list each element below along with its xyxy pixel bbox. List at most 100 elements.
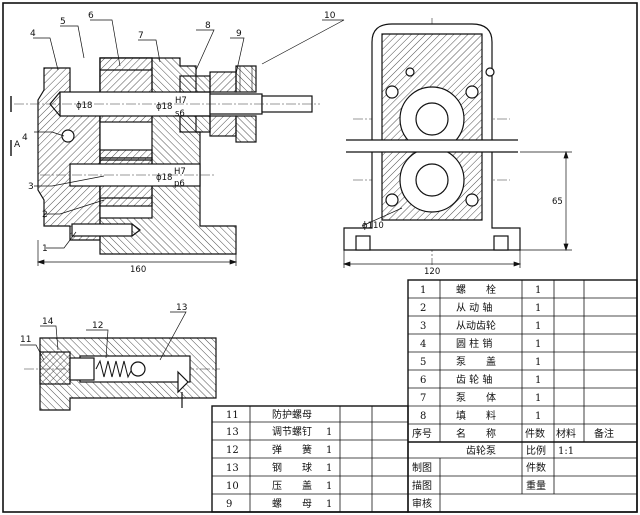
fit-hub-top-upper: H7 <box>175 96 187 106</box>
fit-shaft-mid-lower: p6 <box>174 179 185 189</box>
fit-shaft-mid: ϕ18 <box>156 173 172 183</box>
bom-row-1-qty: 1 <box>535 285 541 296</box>
label-4-top: 4 <box>30 29 36 39</box>
pin <box>61 129 75 143</box>
bolt <box>71 223 133 237</box>
bom-row-8-name: 填 料 <box>456 409 496 422</box>
gland <box>209 71 237 93</box>
valve-row-1-no: 11 <box>226 410 239 421</box>
steel-ball <box>130 361 146 377</box>
adjust-screw <box>69 357 95 381</box>
bom-row-3-qty: 1 <box>535 321 541 332</box>
drawn-label: 制图 <box>412 461 432 474</box>
bom-row-7-name: 泵 体 <box>456 392 496 404</box>
label-7: 7 <box>138 31 144 41</box>
bom-row-6-no: 6 <box>420 375 426 386</box>
bom-row-4-no: 4 <box>420 339 426 350</box>
label-5: 5 <box>60 17 66 27</box>
valve-row-2-qty: 1 <box>326 427 332 438</box>
dim-bore-diameter: ϕ110 <box>362 221 384 231</box>
label-13: 13 <box>176 303 187 313</box>
bom-row-5-qty: 1 <box>535 357 541 368</box>
traced-label: 描图 <box>412 479 432 492</box>
leader-lines <box>20 19 345 361</box>
valve-row-3-qty: 1 <box>326 445 332 456</box>
label-12: 12 <box>92 321 103 331</box>
protective-nut <box>39 351 71 385</box>
scale-value: 1:1 <box>558 446 574 457</box>
bolt-hole-tr <box>465 85 479 99</box>
side-view <box>343 23 521 251</box>
bom-row-7-no: 7 <box>420 393 426 404</box>
bom-row-8-no: 8 <box>420 411 426 422</box>
header-qty: 件数 <box>525 427 545 440</box>
scale-label: 比例 <box>526 444 546 457</box>
bom-valve-table <box>211 405 409 513</box>
bom-row-7-qty: 1 <box>535 393 541 404</box>
valve-row-5-no: 10 <box>226 481 239 492</box>
valve-row-5-name: 压 盖 <box>272 479 312 492</box>
bom-row-4-qty: 1 <box>535 339 541 350</box>
valve-row-3-no: 12 <box>226 445 239 456</box>
valve-row-4-name: 钢 球 <box>272 461 312 474</box>
bom-row-1-name: 螺 栓 <box>456 283 496 296</box>
count-label: 件数 <box>526 461 546 474</box>
valve-row-1-name: 防护螺母 <box>272 408 312 421</box>
valve-row-4-qty: 1 <box>326 463 332 474</box>
packing <box>179 75 211 93</box>
bom-row-2-name: 从 动 轴 <box>456 301 492 314</box>
bom-row-6-qty: 1 <box>535 375 541 386</box>
gland-nut <box>235 65 257 93</box>
spring <box>95 359 133 379</box>
valve-row-2-name: 调节螺钉 <box>272 426 312 438</box>
fit-hub-top-lower: s6 <box>175 109 185 119</box>
fit-shaft-top: ϕ18 <box>76 101 92 111</box>
label-2: 2 <box>42 210 48 220</box>
bom-row-8-qty: 1 <box>535 411 541 422</box>
bom-row-5-no: 5 <box>420 357 426 368</box>
valve-row-6-no: 9 <box>226 499 232 510</box>
valve-row-6-name: 螺 母 <box>272 498 312 510</box>
valve-row-3-name: 弹 簧 <box>272 443 312 456</box>
part-labels: 4 5 6 7 8 9 10 4 3 2 1 14 11 12 13 <box>20 11 336 345</box>
dim-center-height: 65 <box>552 197 563 207</box>
bolt-hole-bl <box>385 193 399 207</box>
front-section-view <box>37 57 313 255</box>
bom-row-3-no: 3 <box>420 321 426 332</box>
bom-valve-rows: 11 防护螺母 13 调节螺钉 1 12 弹 簧 1 13 钢 球 1 10 压… <box>226 408 332 510</box>
label-6: 6 <box>88 11 94 21</box>
valve-row-4-no: 13 <box>226 463 239 474</box>
section-mark-label: A <box>14 140 21 150</box>
bom-row-6-name: 齿 轮 轴 <box>456 373 492 386</box>
drawing-name: 齿轮泵 <box>466 444 496 457</box>
bom-row-3-name: 从动齿轮 <box>456 319 496 332</box>
valve-row-2-no: 13 <box>226 427 239 438</box>
label-4-left: 4 <box>22 133 28 143</box>
title-block: 齿轮泵 比例 1:1 制图 件数 描图 重量 审核 <box>412 444 574 510</box>
fit-hub-top: ϕ18 <box>156 102 172 112</box>
fit-annotations: ϕ18 ϕ18 H7 s6 ϕ18 H7 p6 <box>76 96 187 189</box>
header-material: 材料 <box>556 427 576 440</box>
bom-main-table <box>407 279 638 513</box>
label-8: 8 <box>205 21 211 31</box>
header-name: 名 称 <box>456 427 496 440</box>
dimension-lines <box>36 150 572 268</box>
bom-row-2-no: 2 <box>420 303 426 314</box>
fit-shaft-mid-upper: H7 <box>174 167 186 177</box>
dim-end-width: 120 <box>424 267 440 277</box>
bom-row-2-qty: 1 <box>535 303 541 314</box>
header-no: 序号 <box>412 427 432 440</box>
valve-row-5-qty: 1 <box>326 481 332 492</box>
bolt-hole-br <box>465 193 479 207</box>
label-10: 10 <box>324 11 336 21</box>
bom-row-5-name: 泵 盖 <box>456 355 496 368</box>
bom-row-1-no: 1 <box>420 285 426 296</box>
label-3: 3 <box>28 182 34 192</box>
valve-row-6-qty: 1 <box>326 499 332 510</box>
relief-valve-view <box>39 337 217 411</box>
weight-label: 重量 <box>526 479 546 492</box>
label-9: 9 <box>236 29 242 39</box>
dim-overall-length: 160 <box>130 265 146 275</box>
label-11: 11 <box>20 335 31 345</box>
